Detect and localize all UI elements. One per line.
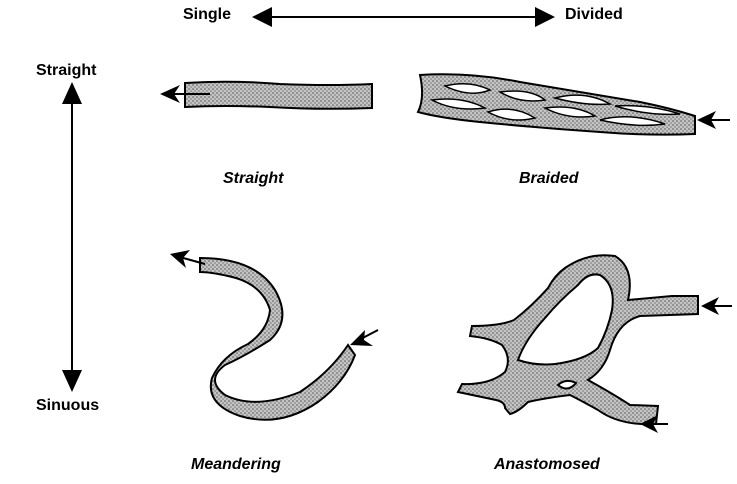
caption-anastomosed: Anastomosed: [494, 456, 600, 474]
anastomosed-channel-sketch: [458, 255, 732, 433]
axis-label-divided: Divided: [565, 6, 623, 24]
horizontal-axis-arrow: [252, 7, 555, 27]
caption-meandering: Meandering: [191, 456, 281, 474]
axis-label-sinuous: Sinuous: [36, 397, 99, 415]
caption-braided: Braided: [519, 170, 579, 188]
straight-channel-sketch: [160, 82, 372, 109]
braided-channel-sketch: [418, 74, 730, 134]
axis-label-single: Single: [183, 6, 231, 24]
caption-straight: Straight: [223, 170, 283, 188]
vertical-axis-arrow: [62, 82, 82, 392]
flow-arrow-icon: [697, 111, 730, 129]
flow-arrow-icon: [701, 297, 732, 315]
meandering-channel-sketch: [170, 250, 378, 420]
flow-arrow-icon: [350, 330, 378, 346]
axis-label-straight: Straight: [36, 62, 96, 80]
